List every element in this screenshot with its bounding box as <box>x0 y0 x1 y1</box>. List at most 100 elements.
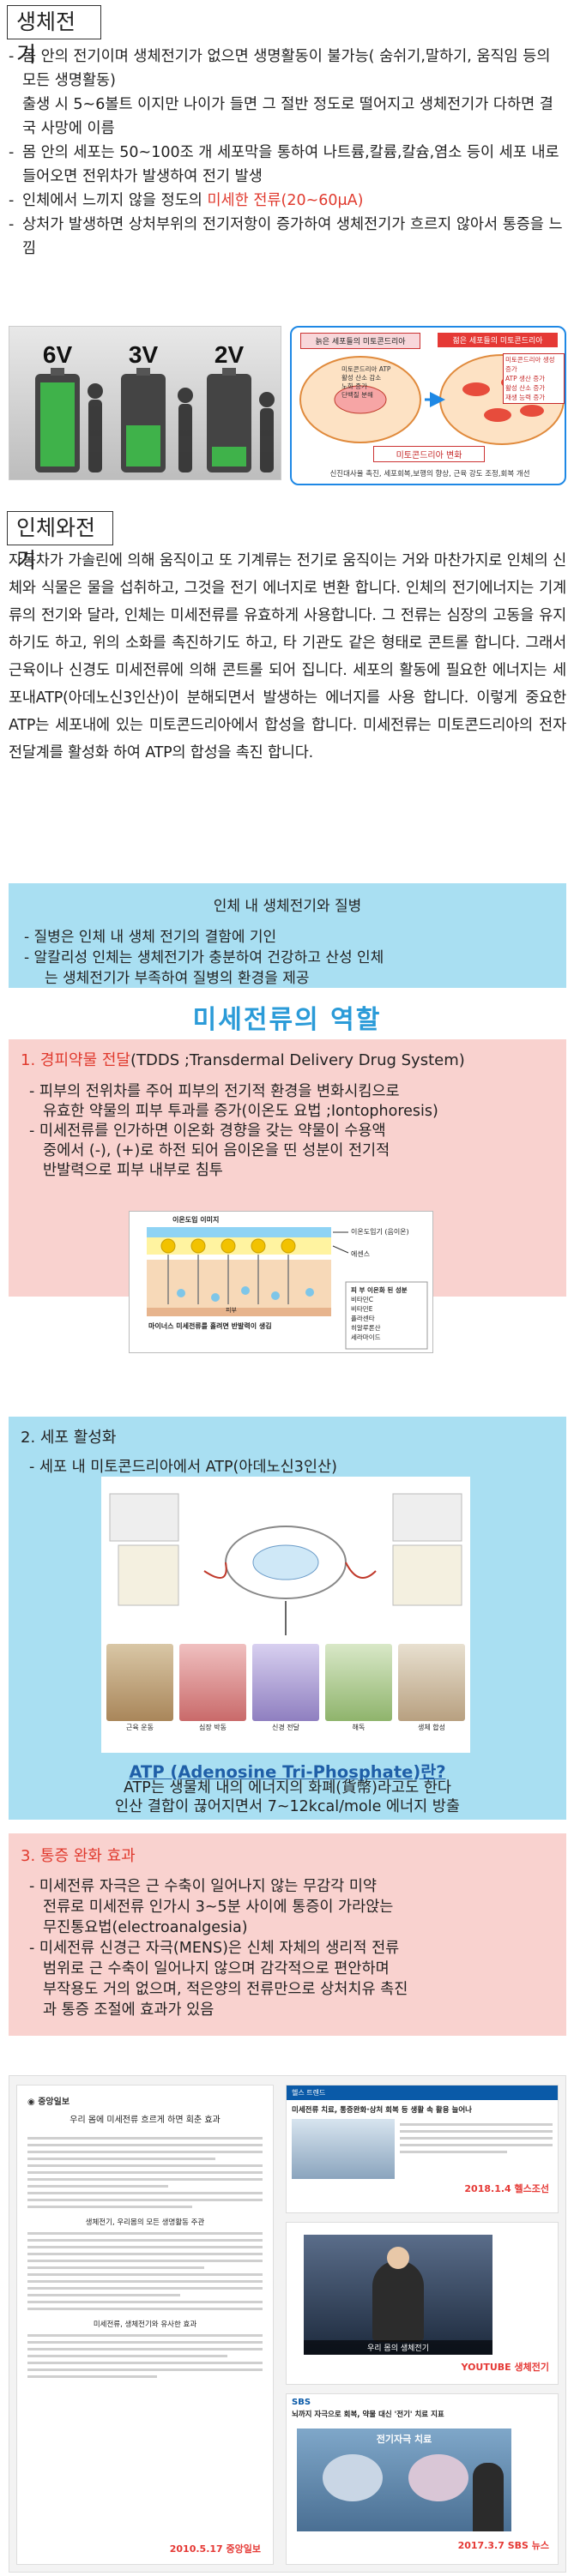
role1-heading: 1. 경피약물 전달(TDDS ;Transdermal Delivery Dr… <box>21 1048 566 1070</box>
role1-line: 반발력으로 피부 내부로 침투 <box>43 1162 223 1179</box>
news-masthead-text: 중앙일보 <box>38 2098 70 2107</box>
brain-image-right <box>408 2454 468 2501</box>
ionto-legend-item: 비타민C <box>351 1296 373 1303</box>
sbs-screen-title: 전기자극 치료 <box>376 2434 432 2445</box>
battery-label: 2V <box>214 341 245 368</box>
role1-line: - 미세전류를 인가하면 이온화 경향을 갖는 약물이 수용액 <box>29 1122 386 1140</box>
role3-line: 전류로 미세전류 인가시 3~5분 사이에 통증이 가라앉는 <box>43 1899 394 1916</box>
news-stamp: YOUTUBE 생체전기 <box>461 2362 550 2373</box>
anchor-figure <box>473 2463 504 2531</box>
bullet-item: 몸 안의 세포는 50~100조 개 세포막을 통하여 나트륨,칼륨,칼슘,염소… <box>9 141 566 189</box>
atp-line: 인산 결합이 끊어지면서 7~12kcal/mole 에너지 방출 <box>115 1798 460 1815</box>
atp-use-caption: 심장 박동 <box>199 1724 227 1731</box>
sbs-screen[interactable]: 전기자극 치료 <box>297 2429 511 2531</box>
news-headline: 우리 몸에 미세전류 흐르게 하면 회춘 효과 <box>69 2116 221 2125</box>
role3-text: - 미세전류 자극은 근 수축이 일어나지 않는 무감각 미약 전류로 미세전류… <box>29 1876 566 2020</box>
presenter-head <box>387 2247 409 2269</box>
microcurrent-highlight: 미세한 전류(20~60μA) <box>207 192 364 209</box>
ionto-right-label-1: 이온도입기 (음이온) <box>351 1228 409 1236</box>
roles-title: 미세전류의 역할 <box>192 1005 382 1035</box>
role3-line: - 미세전류 자극은 근 수축이 일어나지 않는 무감각 미약 <box>29 1878 378 1895</box>
disease-line: - 질병은 인체 내 생체 전기의 결함에 기인 <box>24 929 277 946</box>
ionto-caption: 마이너스 미세전류를 흘려면 반발력이 생김 <box>148 1322 272 1330</box>
ionto-legend-item: 히알루론산 <box>351 1324 381 1332</box>
role2-line: - 세포 내 미토콘드리아에서 ATP(아데노신3인산) <box>29 1459 337 1476</box>
diagram-note: 활성 산소 감소 <box>341 374 382 382</box>
atp-use-photo <box>252 1644 319 1721</box>
diagram-right-title: 젊은 세포들의 미토콘드리아 <box>438 333 558 347</box>
battery-6v: 6V <box>35 341 80 472</box>
ionto-skin-label: 피부 <box>226 1307 237 1314</box>
role3-panel: 3. 통증 완화 효과 - 미세전류 자극은 근 수축이 일어나지 않는 무감각… <box>9 1833 566 2036</box>
diagram-center-label: 미토콘드리아 변화 <box>373 446 485 462</box>
video-headline: 우리 몸의 생체전기 <box>304 2340 492 2355</box>
diagram-note: 미토콘드리아 생성 증가 <box>505 356 555 373</box>
atp-use-caption: 생체 합성 <box>418 1724 445 1731</box>
diagram-note: 단백질 분해 <box>341 391 373 399</box>
role2-heading: 2. 세포 활성화 <box>21 1429 117 1447</box>
role1-line: 유효한 약물의 피부 투과를 증가(이온도 요법 ;Iontophoresis) <box>43 1103 438 1120</box>
atp-use-caption: 신경 전달 <box>272 1724 299 1731</box>
atp-cycle-diagram: 근육 운동 심장 박동 신경 전달 해독 생체 합성 <box>101 1477 470 1753</box>
news-article-sbs: SBS 뇌까지 자극으로 회복, 약물 대신 '전기' 치료 지표 전기자극 치… <box>286 2393 559 2565</box>
news-headline: 뇌까지 자극으로 회복, 약물 대신 '전기' 치료 지표 <box>292 2410 444 2419</box>
role3-line: 범위로 근 수축이 일어나지 않으며 감각적으로 편안하며 <box>43 1960 390 1977</box>
disease-line: 는 생체전기가 부족하여 질병의 환경을 제공 <box>45 970 310 987</box>
role1-heading-red: 1. 경피약물 전달 <box>21 1051 130 1069</box>
presenter-figure <box>372 2260 424 2342</box>
atp-line: ATP는 생물체 내의 에너지의 화폐(貨幣)라고도 한다 <box>123 1779 452 1797</box>
bullet-text: 인체에서 느끼지 않을 정도의 <box>22 192 208 209</box>
battery-label: 6V <box>43 341 73 368</box>
news-subhead: 생체전기, 우리몸의 모든 생명활동 주관 <box>85 2218 205 2227</box>
ionto-legend-item: 플라센타 <box>351 1315 375 1322</box>
video-frame[interactable]: 우리 몸의 생체전기 <box>304 2235 492 2355</box>
diagram-note: 미토콘드리아 ATP <box>341 365 391 373</box>
role1-heading-rest: (TDDS ;Transdermal Delivery Drug System) <box>130 1051 465 1069</box>
diagram-right-notes: 미토콘드리아 생성 증가 ATP 생산 증가 활성 산소 증가 재생 능력 증가 <box>503 353 565 404</box>
news-collage: ◉ 중앙일보 우리 몸에 미세전류 흐르게 하면 회춘 효과 생체전기, 우리몸… <box>9 2075 566 2573</box>
diagram-note: ATP 생산 증가 <box>505 375 546 382</box>
atp-use-card: 심장 박동 <box>179 1644 246 1732</box>
role3-line: 무진통요법(electroanalgesia) <box>43 1919 248 1936</box>
atp-use-card: 생체 합성 <box>398 1644 465 1732</box>
battery-3v: 3V <box>121 341 166 472</box>
battery-2v: 2V <box>207 341 251 472</box>
diagram-note: 노화 증가 <box>341 382 367 390</box>
atp-use-photo <box>398 1644 465 1721</box>
atp-use-card: 근육 운동 <box>106 1644 173 1732</box>
role1-text: - 피부의 전위차를 주어 피부의 전기적 환경을 변화시킴으로 유효한 약물의… <box>29 1082 566 1181</box>
atp-use-photo <box>106 1644 173 1721</box>
diagram-left-title: 늙은 세포들의 미토콘드리아 <box>300 333 420 349</box>
role3-heading: 3. 통증 완화 효과 <box>21 1847 136 1865</box>
news-article-health: 헬스 트렌드 미세전류 치료, 통증완화·상처 회복 등 생활 속 활용 늘어나… <box>286 2085 559 2213</box>
news-headline: 미세전류 치료, 통증완화·상처 회복 등 생활 속 활용 늘어나 <box>292 2106 472 2115</box>
mitochondria-diagram: 늙은 세포들의 미토콘드리아 젊은 세포들의 미토콘드리아 미토콘드리아 ATP… <box>290 326 566 485</box>
atp-use-card: 신경 전달 <box>252 1644 319 1732</box>
disease-box-text: - 질병은 인체 내 생체 전기의 결함에 기인 - 알칼리성 인체는 생체전기… <box>24 927 566 989</box>
battery-people-photo: 6V 3V 2V <box>9 326 281 480</box>
ionto-legend-item: 비타민E <box>351 1305 373 1313</box>
atp-cycle-graphic <box>109 1493 462 1635</box>
role1-line: - 피부의 전위차를 주어 피부의 전기적 환경을 변화시킴으로 <box>29 1083 400 1100</box>
atp-use-card: 해독 <box>325 1644 392 1732</box>
bioelectricity-bullets: 몸 안의 전기이며 생체전기가 없으면 생명활동이 불가능( 숨쉬기,말하기, … <box>9 45 566 261</box>
diagram-left-notes: 미토콘드리아 ATP 활성 산소 감소 노화 증가 단백질 분해 <box>341 365 419 400</box>
role1-line: 중에서 (-), (+)로 하전 되어 음이온을 띤 성분이 전기적 <box>43 1142 390 1159</box>
bullet-item: 상처가 발생하면 상처부위의 전기저항이 증가하여 생체전기가 흐르지 않아서 … <box>9 213 566 261</box>
atp-uses-row: 근육 운동 심장 박동 신경 전달 해독 생체 합성 <box>106 1644 465 1732</box>
news-bar: 헬스 트렌드 <box>287 2085 558 2100</box>
news-stamp: 2018.1.4 헬스조선 <box>464 2183 549 2194</box>
diagram-footer: 신진대사율 촉진, 세포회복,보행의 향상, 근육 강도 조정,회복 개선 <box>329 470 530 478</box>
bullet-item: 인체에서 느끼지 않을 정도의 미세한 전류(20~60μA) <box>9 189 566 213</box>
section-title-bioelectricity: 생체전기 <box>7 5 101 67</box>
diagram-note: 활성 산소 증가 <box>505 384 546 392</box>
news-article-joongang: ◉ 중앙일보 우리 몸에 미세전류 흐르게 하면 회춘 효과 생체전기, 우리몸… <box>16 2085 274 2565</box>
ionto-legend-title: 피 부 이온화 된 성분 <box>351 1286 408 1294</box>
ionto-graphic <box>147 1227 428 1350</box>
section-title-body-electricity: 인체와전기 <box>7 511 113 573</box>
disease-box: 인체 내 생체전기와 질병 - 질병은 인체 내 생체 전기의 결함에 기인 -… <box>9 883 566 988</box>
news-stamp: 2010.5.17 중앙일보 <box>169 2543 261 2555</box>
bullet-item: 출생 시 5~6볼트 이지만 나이가 들면 그 절반 정도로 떨어지고 생체전기… <box>22 96 553 137</box>
battery-label: 3V <box>129 341 159 368</box>
news-masthead: ◉ 중앙일보 <box>27 2098 70 2107</box>
